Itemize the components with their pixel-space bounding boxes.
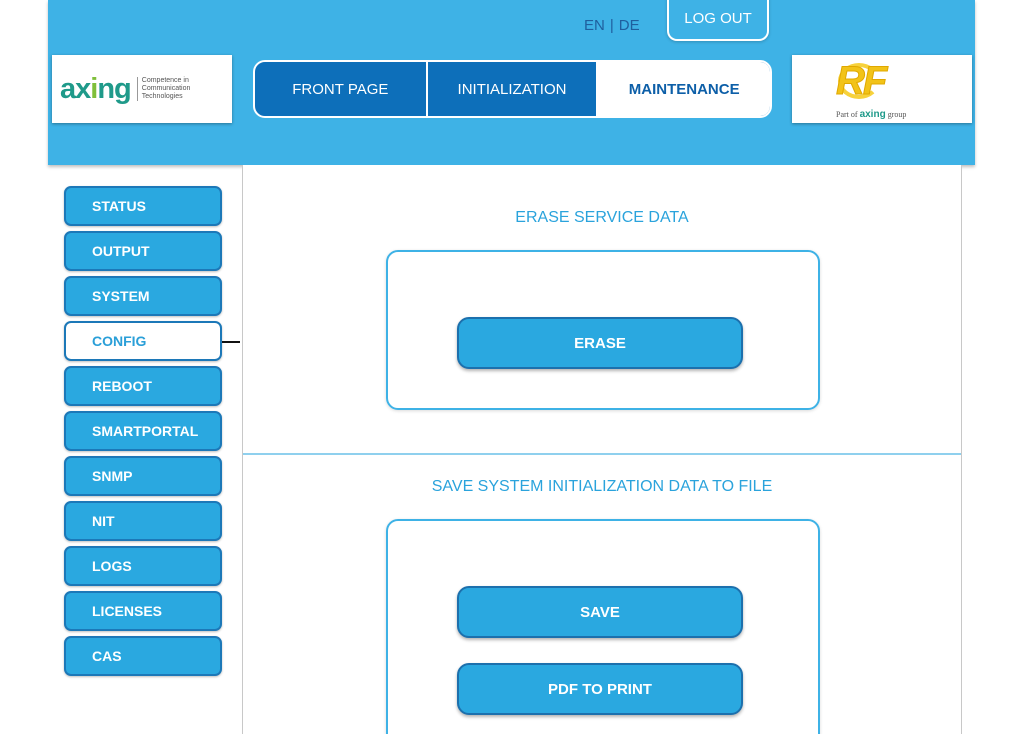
sidebar-item-reboot[interactable]: REBOOT — [64, 366, 222, 406]
rf-logo-swoosh — [838, 63, 880, 99]
rf-logo-partof: Part of axing group — [836, 109, 907, 120]
sidebar: STATUS OUTPUT SYSTEM CONFIG REBOOT SMART… — [62, 170, 242, 682]
sidebar-item-system[interactable]: SYSTEM — [64, 276, 222, 316]
tab-front-page[interactable]: FRONT PAGE — [292, 80, 389, 98]
lang-separator: | — [609, 17, 614, 34]
rf-logo: RF Part of axing group — [792, 55, 972, 123]
erase-button[interactable]: ERASE — [457, 317, 743, 369]
main-content: ERASE SERVICE DATA ERASE SAVE SYSTEM INI… — [242, 165, 962, 734]
axing-logo-tagline: Competence in Communication Technologies — [136, 77, 190, 101]
pdf-to-print-button[interactable]: PDF TO PRINT — [457, 663, 743, 715]
lang-de-link[interactable]: DE — [618, 17, 640, 34]
sidebar-item-snmp[interactable]: SNMP — [64, 456, 222, 496]
erase-section-title: ERASE SERVICE DATA — [515, 209, 689, 226]
sidebar-item-output[interactable]: OUTPUT — [64, 231, 222, 271]
erase-panel — [386, 250, 820, 410]
sidebar-item-nit[interactable]: NIT — [64, 501, 222, 541]
language-switcher: EN|DE — [584, 17, 640, 34]
main-nav-tabs: FRONT PAGE INITIALIZATION MAINTENANCE — [253, 60, 772, 118]
axing-logo: axing Competence in Communication Techno… — [52, 55, 232, 123]
sidebar-item-cas[interactable]: CAS — [64, 636, 222, 676]
sidebar-item-smartportal[interactable]: SMARTPORTAL — [64, 411, 222, 451]
tab-initialization[interactable]: INITIALIZATION — [425, 62, 597, 116]
tab-maintenance[interactable]: MAINTENANCE — [596, 62, 770, 116]
sidebar-item-licenses[interactable]: LICENSES — [64, 591, 222, 631]
active-item-connector — [222, 341, 240, 343]
save-panel — [386, 519, 820, 734]
sidebar-item-status[interactable]: STATUS — [64, 186, 222, 226]
lang-en-link[interactable]: EN — [584, 17, 605, 34]
logout-button[interactable]: LOG OUT — [667, 0, 769, 41]
axing-logo-wordmark: axing — [60, 72, 132, 105]
save-button[interactable]: SAVE — [457, 586, 743, 638]
section-divider — [243, 453, 961, 455]
sidebar-item-config[interactable]: CONFIG — [64, 321, 222, 361]
rf-logo-mark: RF — [835, 59, 887, 104]
sidebar-item-logs[interactable]: LOGS — [64, 546, 222, 586]
save-section-title: SAVE SYSTEM INITIALIZATION DATA TO FILE — [431, 478, 773, 495]
